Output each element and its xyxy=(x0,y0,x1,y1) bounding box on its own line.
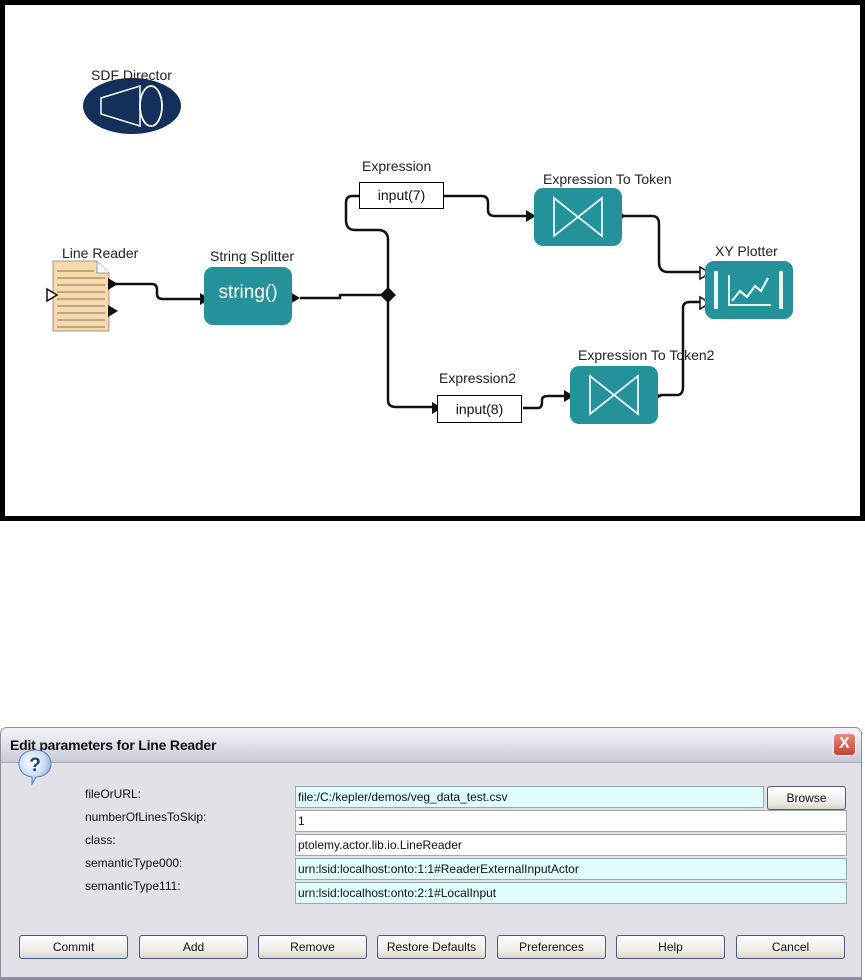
wire-junction-expression xyxy=(344,194,390,295)
dialog-titlebar[interactable]: Edit parameters for Line Reader X xyxy=(1,728,861,763)
param-label-semantictype000: semanticType000: xyxy=(85,856,183,870)
cancel-button[interactable]: Cancel xyxy=(736,935,845,959)
bowtie-icon xyxy=(553,196,603,238)
workflow-canvas[interactable]: SDF Director Line Reader String Splitter… xyxy=(0,0,865,521)
class-input[interactable]: ptolemy.actor.lib.io.LineReader xyxy=(295,834,847,856)
semantictype111-input[interactable]: urn:lsid:localhost:onto:2:1#LocalInput xyxy=(295,882,847,904)
param-label-fileorurl: fileOrURL: xyxy=(85,787,142,801)
expression2-label: Expression2 xyxy=(439,370,517,386)
dialog-title: Edit parameters for Line Reader xyxy=(10,737,217,753)
commit-button[interactable]: Commit xyxy=(19,935,128,959)
numberoflinestoskip-input[interactable]: 1 xyxy=(295,810,847,832)
relation-diamond xyxy=(380,287,396,303)
wire-expression-ett xyxy=(440,194,528,218)
string-splitter-actor[interactable]: string() xyxy=(204,267,292,325)
help-button[interactable]: Help xyxy=(616,935,725,959)
expression-label: Expression xyxy=(362,158,432,174)
xy-plotter-actor[interactable] xyxy=(705,261,793,319)
close-button[interactable]: X xyxy=(833,733,856,756)
preferences-button[interactable]: Preferences xyxy=(497,935,606,959)
bowtie-icon xyxy=(589,374,639,416)
question-icon: ? xyxy=(18,749,52,786)
fileorurl-input[interactable]: file:/C:/kepler/demos/veg_data_test.csv xyxy=(295,786,764,808)
browse-button[interactable]: Browse xyxy=(767,786,846,810)
expression2-body: input(8) xyxy=(455,401,504,417)
string-splitter-label: String Splitter xyxy=(210,248,295,264)
expression-body: input(7) xyxy=(377,187,426,203)
semantictype000-input[interactable]: urn:lsid:localhost:onto:1:1#ReaderExtern… xyxy=(295,858,847,880)
dialog-bottom-border xyxy=(1,977,861,979)
document-icon xyxy=(46,260,118,332)
wire-splitter-junction xyxy=(300,293,388,300)
workflow-graph xyxy=(46,78,712,414)
expression-to-token2-actor[interactable] xyxy=(570,366,658,424)
xy-plotter-label: XY Plotter xyxy=(715,243,778,259)
wire-junction-expression2 xyxy=(386,295,432,409)
restore-defaults-button[interactable]: Restore Defaults xyxy=(377,935,486,959)
expression-to-token-label: Expression To Token xyxy=(543,171,672,187)
sdf-director-icon xyxy=(83,78,181,134)
expression-actor[interactable]: input(7) xyxy=(359,182,444,209)
wire-ett-xyplotter xyxy=(624,214,700,274)
svg-text:?: ? xyxy=(29,755,41,776)
param-label-numberoflinestoskip: numberOfLinesToSkip: xyxy=(85,810,207,824)
plot-icon xyxy=(714,271,783,309)
wire-expression2-ett2 xyxy=(523,394,566,410)
expression-to-token2-label: Expression To Token2 xyxy=(578,347,715,363)
wire-linereader-splitter xyxy=(116,282,200,301)
string-splitter-body: string() xyxy=(218,282,278,303)
director-label: SDF Director xyxy=(91,67,172,83)
line-reader-label: Line Reader xyxy=(62,245,139,261)
param-label-semantictype111: semanticType111: xyxy=(85,879,181,893)
remove-button[interactable]: Remove xyxy=(258,935,367,959)
param-label-class: class: xyxy=(85,833,116,847)
expression2-actor[interactable]: input(8) xyxy=(437,395,522,423)
edit-parameters-dialog: Edit parameters for Line Reader X ? file… xyxy=(0,727,862,980)
wire-ett2-xyplotter xyxy=(660,300,700,397)
add-button[interactable]: Add xyxy=(139,935,248,959)
expression-to-token-actor[interactable] xyxy=(534,188,622,246)
